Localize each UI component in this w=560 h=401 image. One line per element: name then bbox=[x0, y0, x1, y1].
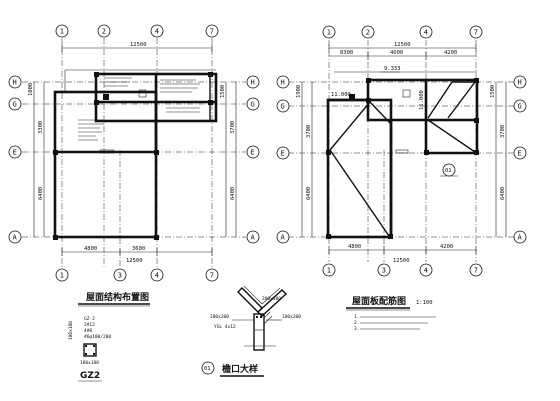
axis-label: A bbox=[251, 234, 256, 242]
right-dim-right-2: 3700 bbox=[500, 125, 506, 138]
axis-label: 7 bbox=[210, 272, 214, 280]
axis-label: A bbox=[281, 234, 286, 242]
column-spec: GZ-2 bbox=[84, 316, 95, 322]
eave-label: 200x100 bbox=[262, 296, 281, 302]
left-plan-title: 屋面结构布置图 bbox=[86, 291, 149, 303]
column-spec: #6@100/200 bbox=[84, 334, 111, 340]
right-dim-bottom-2: 4200 bbox=[440, 244, 453, 250]
left-axis-bubbles-right: H G E A bbox=[246, 75, 260, 244]
axis-label: G bbox=[518, 103, 522, 111]
axis-label: 3 bbox=[118, 272, 122, 280]
axis-label: A bbox=[518, 234, 523, 242]
axis-label: H bbox=[251, 79, 255, 87]
column-detail-gz2: GZ-2 2#12 4#8 #6@100/200 180x180 180x180… bbox=[68, 316, 111, 382]
left-dim-left-2: 3300 bbox=[38, 121, 44, 134]
left-dim-bottom-1: 4800 bbox=[84, 246, 97, 252]
column-spec: 180x180 bbox=[68, 321, 74, 340]
right-dim-top-total: 12500 bbox=[394, 42, 411, 48]
axis-label: 4 bbox=[155, 272, 159, 280]
axis-label: 4 bbox=[424, 267, 428, 275]
axis-label: H bbox=[518, 79, 522, 87]
detail-ref: 01 bbox=[445, 168, 452, 174]
right-dim-top-2: 4000 bbox=[390, 50, 403, 56]
left-dim-left-1: 1000 bbox=[28, 83, 34, 96]
right-dim-left-2: 3700 bbox=[306, 125, 312, 138]
left-slab-notes bbox=[78, 77, 200, 141]
note-line: 2. bbox=[354, 320, 359, 326]
left-axis-bubbles-bottom: 1 3 4 7 bbox=[55, 268, 219, 282]
axis-label: 2 bbox=[366, 29, 370, 37]
right-dim-top-1: 8300 bbox=[340, 50, 353, 56]
column-spec: 2#12 bbox=[84, 322, 95, 328]
right-axis-bubbles-right: H G E A bbox=[513, 75, 527, 244]
left-dim-left-3: 6400 bbox=[38, 187, 44, 200]
axis-label: H bbox=[281, 79, 285, 87]
elevation-label: 11.000 bbox=[331, 92, 351, 98]
eave-detail: 200x100 200x200 100x200 YGL 4x12 01 檐口大样 bbox=[201, 285, 301, 377]
eave-label: 200x200 bbox=[210, 314, 229, 320]
axis-label: E bbox=[251, 149, 255, 157]
column-spec: 4#8 bbox=[84, 328, 92, 334]
axis-label: 1 bbox=[60, 28, 64, 36]
elevation-label: 11.000 bbox=[419, 90, 425, 110]
axis-label: H bbox=[13, 79, 17, 87]
left-dim-right-3: 6400 bbox=[230, 187, 236, 200]
axis-label: 1 bbox=[327, 267, 331, 275]
eave-label: YGL 4x12 bbox=[214, 324, 236, 330]
left-dim-right-1: 1500 bbox=[220, 85, 226, 98]
axis-label: 3 bbox=[382, 267, 386, 275]
axis-label: 7 bbox=[474, 267, 478, 275]
axis-label: G bbox=[13, 101, 17, 109]
axis-label: E bbox=[13, 149, 17, 157]
left-axis-bubbles-left: H G E A bbox=[8, 75, 22, 244]
axis-label: G bbox=[281, 103, 285, 111]
axis-label: 1 bbox=[60, 272, 64, 280]
right-plan-scale: 1:100 bbox=[416, 300, 433, 306]
right-axis-bubbles-bottom: 1 3 4 7 bbox=[322, 263, 483, 277]
axis-label: G bbox=[251, 101, 255, 109]
axis-label: 4 bbox=[155, 28, 159, 36]
column-spec: 180x180 bbox=[80, 360, 99, 366]
left-dim-bottom-total: 12500 bbox=[126, 258, 143, 264]
left-axis-bubbles-top: 1 2 4 7 bbox=[55, 24, 219, 38]
right-roof-slab-plan: 9.333 11.000 11.000 01 12500 8300 4000 4… bbox=[276, 25, 527, 332]
note-line: 3. bbox=[354, 326, 359, 332]
axis-label: A bbox=[13, 234, 18, 242]
left-dim-right-2: 3700 bbox=[230, 121, 236, 134]
axis-label: E bbox=[281, 150, 285, 158]
right-dim-right-3: 6400 bbox=[500, 187, 506, 200]
eave-callout: 01 bbox=[204, 366, 211, 372]
column-label: GZ2 bbox=[80, 371, 100, 381]
right-dim-right-1: 1500 bbox=[490, 85, 496, 98]
right-dim-bottom-1: 4800 bbox=[348, 244, 361, 250]
axis-label: 4 bbox=[424, 29, 428, 37]
left-roof-structure-plan: 12500 4800 3600 12500 1000 3300 6400 150… bbox=[8, 24, 260, 307]
note-line: 1. bbox=[354, 314, 359, 320]
right-dim-left-3: 6400 bbox=[306, 187, 312, 200]
right-dim-bottom-total: 12500 bbox=[393, 258, 410, 264]
axis-label: 2 bbox=[102, 28, 106, 36]
axis-label: 1 bbox=[327, 29, 331, 37]
elevation-label: 9.333 bbox=[384, 66, 401, 72]
eave-title: 檐口大样 bbox=[222, 363, 258, 375]
right-plan-title: 屋面板配筋图 bbox=[352, 295, 406, 307]
right-axis-bubbles-top: 1 2 4 7 bbox=[322, 25, 483, 39]
left-dim-top-total: 12500 bbox=[130, 42, 147, 48]
right-plan-notes: 1. 2. 3. bbox=[354, 314, 436, 332]
right-dim-left-1: 1900 bbox=[296, 85, 302, 98]
axis-label: 7 bbox=[210, 28, 214, 36]
axis-label: 7 bbox=[474, 29, 478, 37]
left-dim-bottom-2: 3600 bbox=[132, 246, 145, 252]
right-dim-top-3: 4200 bbox=[444, 50, 457, 56]
axis-label: E bbox=[518, 150, 522, 158]
eave-label: 100x200 bbox=[282, 314, 301, 320]
right-axis-bubbles-left: H G E A bbox=[276, 75, 290, 244]
